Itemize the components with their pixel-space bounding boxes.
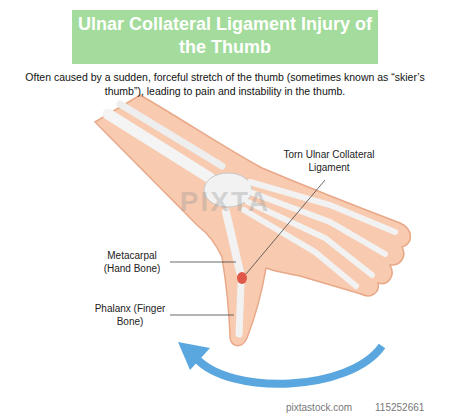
thumb-metacarpal bbox=[226, 212, 240, 272]
forearm-bone bbox=[120, 104, 222, 166]
part-label: Phalanx (Finger Bone) bbox=[92, 302, 168, 328]
part-label: Torn Ulnar Collateral Ligament bbox=[278, 148, 380, 174]
leader-line bbox=[170, 262, 236, 263]
watermark: pixtastock.com bbox=[286, 402, 352, 413]
motion-arrow bbox=[196, 346, 382, 384]
title-text: Ulnar Collateral Ligament Injury of the … bbox=[72, 13, 378, 59]
torn-ligament bbox=[237, 272, 247, 284]
motion-arrowhead bbox=[178, 342, 210, 370]
subtitle: Often caused by a sudden, forceful stret… bbox=[20, 70, 430, 98]
thumb-phalanx bbox=[239, 284, 241, 334]
watermark: 115252661 bbox=[375, 402, 424, 413]
part-label: Metacarpal (Hand Bone) bbox=[98, 249, 166, 275]
leader-line bbox=[170, 315, 234, 316]
watermark: PIXTA bbox=[175, 186, 275, 218]
